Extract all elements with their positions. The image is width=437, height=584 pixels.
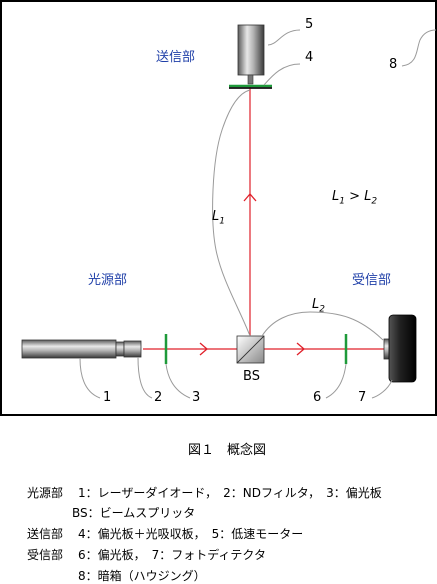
label-8: 8: [389, 57, 398, 72]
legend-housing-item: 8：暗箱（ハウジング）: [78, 569, 206, 583]
low-speed-motor: [237, 24, 265, 85]
label-bs: BS: [243, 369, 260, 384]
label-7: 7: [358, 390, 367, 405]
legend-bs-item: BS：ビームスプリッタ: [72, 506, 196, 520]
legend-head-transmitter: 送信部: [27, 527, 64, 541]
photodetector: [383, 314, 417, 383]
label-5: 5: [305, 17, 314, 32]
label-4: 4: [305, 50, 314, 65]
label-6: 6: [313, 390, 322, 405]
label-L1: L1: [212, 209, 225, 227]
legend-receiver-items: 6：偏光板， 7：フォトディテクタ: [78, 548, 266, 562]
beam-arrow-3: [243, 193, 257, 202]
beam-arrow-1: [199, 342, 208, 356]
leader-lines: [79, 29, 437, 399]
beam-splitter: [236, 335, 265, 364]
label-light-source: 光源部: [88, 273, 128, 288]
label-1: 1: [103, 390, 112, 405]
figure-caption: 図１ 概念図: [188, 443, 267, 458]
label-3: 3: [192, 390, 201, 405]
beam-arrow-2: [296, 342, 305, 356]
legend-transmitter-items: 4：偏光板＋光吸収板， 5：低速モーター: [78, 527, 304, 541]
label-L2: L2: [312, 297, 325, 315]
label-2: 2: [154, 390, 163, 405]
housing-box: [0, 0, 437, 416]
laser-diode: [21, 339, 142, 359]
legend-head-receiver: 受信部: [27, 548, 64, 562]
label-transmitter: 送信部: [156, 50, 196, 65]
legend-head-light-source: 光源部: [27, 486, 64, 500]
label-L1-gt-L2: L1 > L2: [332, 189, 378, 207]
label-receiver: 受信部: [352, 273, 392, 288]
legend-light-source-items: 1：レーザーダイオード， 2：NDフィルタ， 3：偏光板: [78, 486, 382, 500]
